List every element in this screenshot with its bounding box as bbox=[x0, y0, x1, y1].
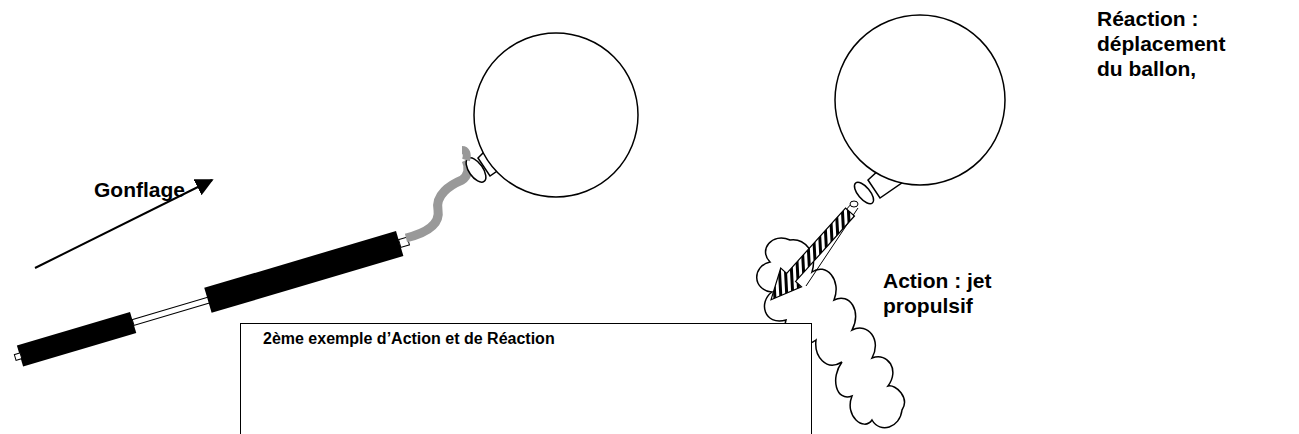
nozzle bbox=[850, 201, 858, 207]
hose bbox=[462, 150, 467, 160]
caption-text: 2ème exemple d’Action et de Réaction bbox=[263, 330, 555, 348]
balloon bbox=[462, 33, 638, 197]
annotation-label: Action : jet propulsif bbox=[883, 268, 1013, 318]
caption-box: 2ème exemple d’Action et de Réaction bbox=[240, 323, 812, 434]
hose bbox=[406, 160, 468, 238]
annotation-label: Réaction : déplacement du ballon, bbox=[1097, 6, 1247, 81]
hatched-arrow bbox=[761, 203, 861, 309]
balloon bbox=[835, 15, 1005, 207]
annotation-label: Gonflage bbox=[94, 177, 234, 202]
